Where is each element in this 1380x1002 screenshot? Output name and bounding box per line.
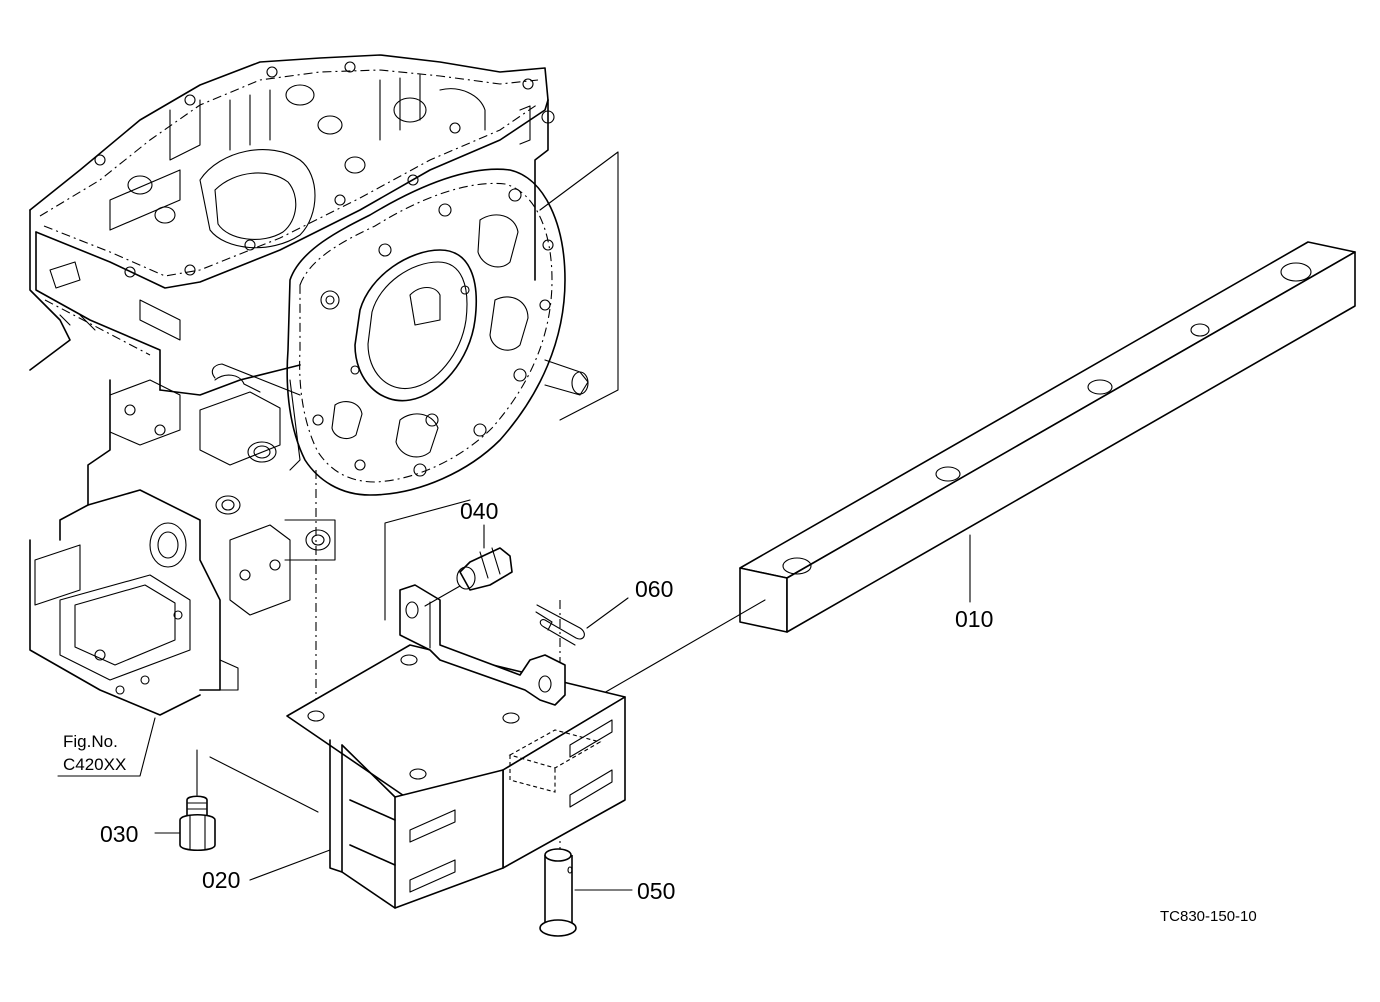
part-060-clip	[535, 597, 629, 646]
drawing-code: TC830-150-10	[1160, 908, 1257, 925]
part-050-pin	[539, 848, 633, 937]
callout-010: 010	[955, 606, 993, 632]
part-040-fitting-plate	[384, 499, 566, 706]
callout-030: 030	[100, 821, 138, 847]
callout-060: 060	[635, 576, 673, 602]
part-030-bolt	[154, 749, 319, 852]
flange-cover-plate	[211, 151, 619, 496]
part-010-drawbar	[596, 241, 1356, 698]
callout-050: 050	[637, 878, 675, 904]
fig-number-code: C420XX	[63, 755, 126, 774]
transmission-housing	[29, 54, 555, 777]
callout-020: 020	[202, 867, 240, 893]
fig-number-label: Fig.No.	[63, 732, 118, 751]
callout-040: 040	[460, 498, 498, 524]
